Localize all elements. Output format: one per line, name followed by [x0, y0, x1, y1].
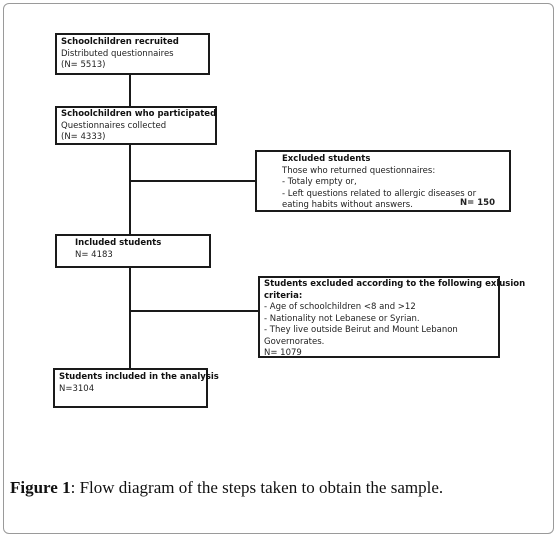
box-criteria-title: Students excluded according to the follo…	[264, 279, 526, 289]
box-included: Included students N= 4183	[55, 234, 211, 268]
box-recruited-title: Schoolchildren recruited	[61, 37, 179, 47]
box-criteria-count: N= 1079	[264, 348, 302, 358]
box-included-count: N= 4183	[75, 249, 113, 260]
box-excluded-count: N= 150	[460, 197, 495, 208]
box-participated-title: Schoolchildren who participated	[61, 109, 217, 119]
box-criteria-title2: criteria:	[264, 290, 303, 301]
box-excluded-title: Excluded students	[282, 154, 371, 164]
box-excluded: Excluded students Those who returned que…	[255, 150, 511, 212]
connector-vertical-2	[129, 144, 131, 236]
box-recruited: Schoolchildren recruited Distributed que…	[55, 33, 210, 75]
box-excluded-line2: - Totaly empty or,	[282, 177, 357, 187]
connector-branch-excluded	[129, 180, 256, 182]
box-analysis: Students included in the analysis N=3104	[53, 368, 219, 408]
box-analysis-count: N=3104	[59, 383, 95, 394]
box-excluded-line4: eating habits without answers.	[282, 200, 413, 210]
box-participated: Schoolchildren who participated Question…	[55, 106, 217, 145]
box-exclusion-criteria: Students excluded according to the follo…	[258, 276, 526, 358]
box-recruited-count: (N= 5513)	[61, 60, 106, 70]
figure-frame	[3, 3, 554, 534]
connector-vertical-3	[129, 268, 131, 369]
box-analysis-title: Students included in the analysis	[59, 372, 219, 382]
box-participated-count: (N= 4333)	[61, 132, 106, 142]
box-criteria-line2: - Nationality not Lebanese or Syrian.	[264, 313, 420, 324]
connector-main-vertical	[129, 73, 131, 112]
box-participated-line1: Questionnaires collected	[61, 120, 167, 131]
box-criteria-line3: - They live outside Beirut and Mount Leb…	[264, 325, 458, 335]
figure-caption-label: Figure 1	[10, 478, 71, 497]
box-excluded-line1: Those who returned questionnaires:	[282, 165, 436, 176]
connector-branch-criteria	[129, 310, 259, 312]
box-included-title: Included students	[75, 238, 162, 248]
box-criteria-line1: - Age of schoolchildren <8 and >12	[264, 302, 416, 312]
figure-caption-text: : Flow diagram of the steps taken to obt…	[70, 478, 444, 497]
box-criteria-line4: Governorates.	[264, 336, 325, 347]
box-recruited-line1: Distributed questionnaires	[61, 48, 174, 59]
figure-caption: Figure 1: Flow diagram of the steps take…	[10, 478, 443, 498]
box-excluded-line3: - Left questions related to allergic dis…	[282, 188, 477, 199]
